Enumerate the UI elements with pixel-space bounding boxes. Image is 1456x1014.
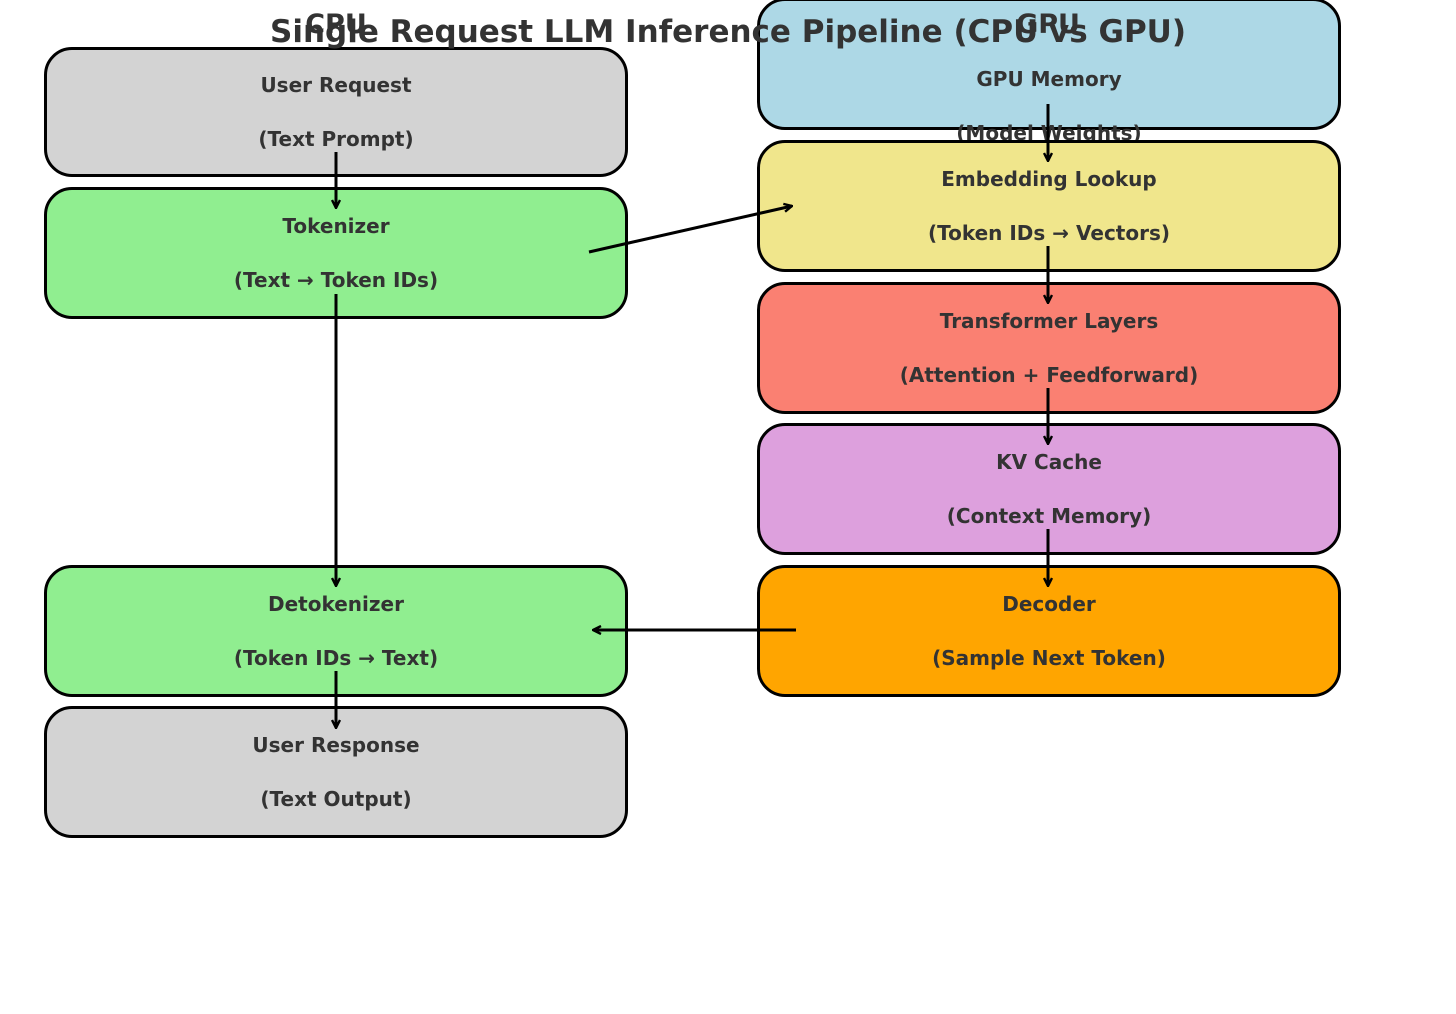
decoder-label: Decoder (Sample Next Token)	[932, 564, 1166, 699]
tokenizer-label: Tokenizer (Text → Token IDs)	[234, 186, 438, 321]
transformer-layers-node: Transformer Layers (Attention + Feedforw…	[757, 282, 1341, 414]
kv-cache-label: KV Cache (Context Memory)	[947, 422, 1151, 557]
node-subtitle: (Sample Next Token)	[932, 645, 1166, 670]
node-title: Detokenizer	[268, 591, 404, 616]
node-title: Transformer Layers	[939, 308, 1159, 333]
gpu-column-header: GPU	[1016, 9, 1080, 40]
node-title: Decoder	[1002, 591, 1096, 616]
embedding-lookup-label: Embedding Lookup (Token IDs → Vectors)	[928, 139, 1170, 274]
node-subtitle: (Text → Token IDs)	[233, 267, 439, 292]
node-title: GPU Memory	[976, 67, 1122, 91]
diagram-title: Single Request LLM Inference Pipeline (C…	[270, 14, 1186, 50]
node-title: User Response	[252, 732, 420, 757]
node-title: KV Cache	[996, 449, 1102, 474]
node-title: Embedding Lookup	[941, 166, 1157, 191]
node-subtitle: (Text Output)	[260, 786, 412, 811]
cpu-column-header: CPU	[305, 9, 367, 40]
transformer-layers-label: Transformer Layers (Attention + Feedforw…	[900, 281, 1199, 416]
detokenizer-label: Detokenizer (Token IDs → Text)	[234, 564, 438, 699]
node-subtitle: (Token IDs → Text)	[233, 645, 439, 670]
node-subtitle: (Token IDs → Vectors)	[927, 220, 1171, 245]
node-title: User Request	[260, 72, 412, 97]
user-response-label: User Response (Text Output)	[252, 705, 419, 840]
node-subtitle: (Context Memory)	[946, 503, 1152, 528]
user-request-label: User Request (Text Prompt)	[258, 45, 413, 180]
node-title: Tokenizer	[282, 213, 390, 238]
node-subtitle: (Text Prompt)	[258, 126, 414, 151]
node-subtitle: (Attention + Feedforward)	[899, 362, 1199, 387]
edge-tokenizer-to-embedding	[588, 206, 792, 254]
